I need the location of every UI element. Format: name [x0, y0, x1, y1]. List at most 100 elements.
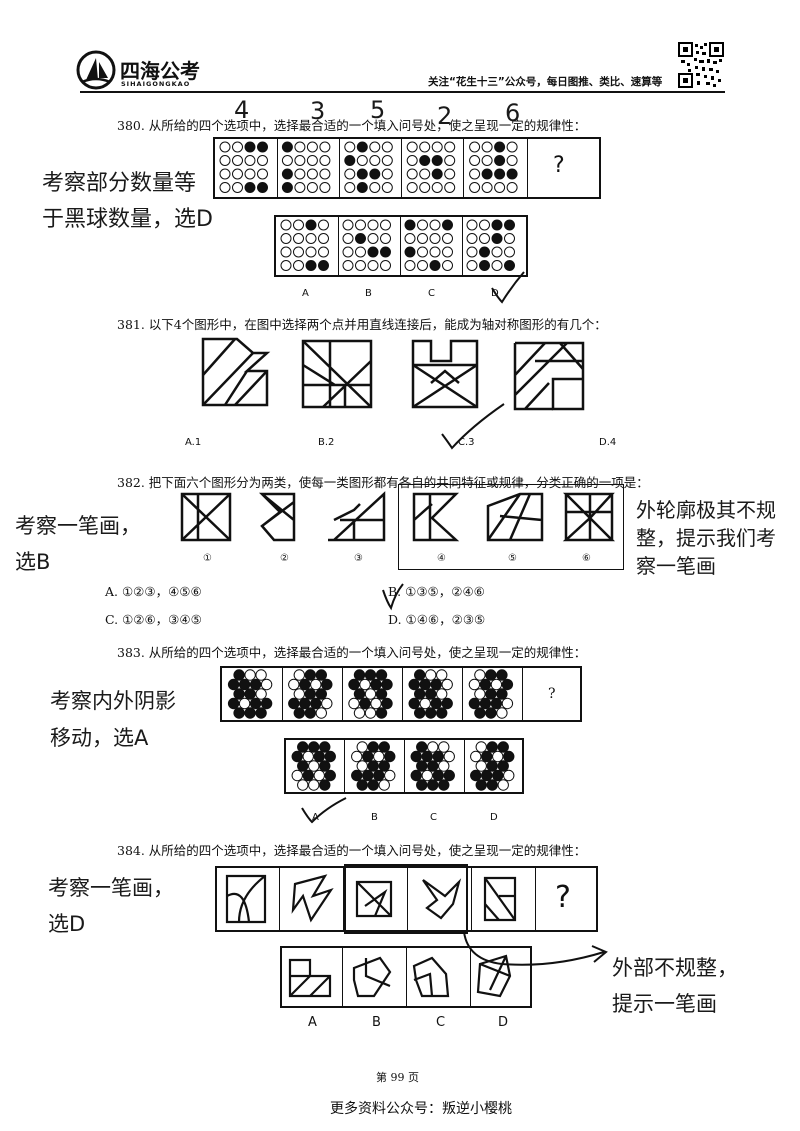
- white-circle: [293, 669, 306, 681]
- option-c-label[interactable]: C.3: [458, 437, 475, 448]
- black-ball: [431, 155, 443, 166]
- black-circle: [432, 750, 444, 763]
- option-b-label[interactable]: B: [371, 812, 378, 823]
- option-b-label[interactable]: B: [365, 288, 372, 299]
- white-circle: [475, 760, 487, 772]
- white-ball: [406, 168, 418, 180]
- white-ball: [481, 182, 493, 193]
- white-ball: [469, 168, 481, 180]
- white-ball: [431, 141, 443, 153]
- white-ball: [318, 219, 329, 231]
- white-ball: [219, 155, 231, 166]
- black-circle: [356, 779, 368, 791]
- handwritten-note: 外部不规整，: [612, 956, 738, 980]
- white-ball: [380, 233, 391, 244]
- hexagon-figures-options: [291, 741, 515, 791]
- white-ball: [319, 155, 331, 166]
- white-ball: [306, 168, 318, 180]
- white-ball: [280, 260, 292, 271]
- white-ball: [479, 219, 490, 231]
- black-circle: [408, 678, 420, 691]
- white-ball: [466, 219, 478, 231]
- choice-d[interactable]: D. ①④⑥，②③⑤: [388, 612, 486, 627]
- white-circle: [356, 741, 368, 753]
- black-circle: [375, 707, 388, 719]
- black-circle: [362, 750, 374, 763]
- option-b-label[interactable]: B.2: [318, 437, 335, 448]
- white-ball: [429, 233, 441, 244]
- white-circle: [438, 741, 450, 753]
- option-c-label[interactable]: C: [430, 812, 437, 823]
- white-circle: [313, 769, 325, 782]
- choice-c[interactable]: C. ①②⑥，③④⑤: [105, 612, 202, 627]
- black-circle: [381, 678, 393, 691]
- white-circle: [356, 760, 368, 772]
- q382-figures: [180, 491, 616, 542]
- option-a-label[interactable]: A: [302, 288, 309, 299]
- white-ball: [444, 182, 456, 193]
- black-circle: [367, 741, 379, 753]
- white-ball: [219, 141, 231, 153]
- white-circle: [359, 678, 371, 691]
- black-ball: [281, 182, 293, 193]
- handwritten-check-icon: [301, 797, 347, 824]
- white-ball: [257, 168, 268, 180]
- handwritten-count: 5: [370, 96, 386, 124]
- header-promo-text: 关注“花生十三”公众号，每日图推、类比、速算等: [428, 76, 663, 88]
- white-ball: [369, 141, 381, 153]
- option-c-label[interactable]: C: [436, 1015, 446, 1030]
- white-ball: [444, 141, 456, 153]
- white-ball: [344, 141, 356, 153]
- white-ball: [293, 246, 304, 258]
- option-a-label[interactable]: A: [308, 1015, 317, 1030]
- black-circle: [416, 760, 428, 772]
- white-ball: [380, 219, 391, 231]
- option-d-label[interactable]: D: [498, 1015, 509, 1030]
- question-381-stem: 381. 以下4个图形中，在图中选择两个点并用直线连接后，能成为轴对称图形的有几…: [117, 317, 607, 332]
- white-ball: [504, 233, 515, 244]
- handwritten-count: 2: [437, 102, 453, 130]
- option-d-label[interactable]: D.4: [599, 437, 617, 448]
- white-circle: [364, 688, 377, 700]
- option-a-label[interactable]: A.1: [185, 437, 202, 448]
- white-ball: [367, 260, 379, 271]
- black-circle: [227, 678, 240, 691]
- black-ball: [404, 246, 416, 258]
- choice-b[interactable]: B. ①③⑤，②④⑥: [388, 584, 485, 599]
- black-circle: [384, 750, 396, 763]
- white-circle: [427, 741, 439, 753]
- black-ball: [491, 219, 503, 231]
- black-ball: [481, 168, 493, 180]
- choice-a[interactable]: A. ①②③，④⑤⑥: [105, 584, 202, 599]
- white-circle: [425, 669, 437, 681]
- black-circle: [373, 769, 385, 782]
- black-circle: [496, 669, 508, 681]
- white-ball: [381, 168, 393, 180]
- white-circle: [436, 688, 448, 700]
- white-ball: [417, 233, 428, 244]
- option-d-label[interactable]: D: [490, 812, 498, 823]
- handwritten-check-icon: [491, 271, 525, 304]
- white-circle: [496, 707, 508, 719]
- white-circle: [503, 769, 515, 782]
- white-ball: [344, 168, 356, 180]
- black-circle: [321, 678, 333, 691]
- white-ball: [442, 260, 453, 271]
- black-circle: [304, 707, 317, 719]
- header-rule: [80, 91, 725, 93]
- option-b-label[interactable]: B: [372, 1015, 381, 1030]
- white-ball: [294, 141, 306, 153]
- white-circle: [475, 741, 487, 753]
- question-380-sequence: ?: [213, 137, 601, 199]
- black-circle: [249, 697, 262, 710]
- white-circle: [291, 769, 303, 782]
- white-ball: [293, 233, 304, 244]
- black-ball: [318, 260, 329, 271]
- white-ball: [367, 233, 379, 244]
- black-ball: [479, 260, 490, 271]
- black-circle: [233, 669, 245, 681]
- black-ball: [355, 233, 366, 244]
- black-ball: [369, 168, 381, 180]
- option-c-label[interactable]: C: [428, 288, 435, 299]
- handwritten-note: 考察内外阴影: [50, 689, 176, 713]
